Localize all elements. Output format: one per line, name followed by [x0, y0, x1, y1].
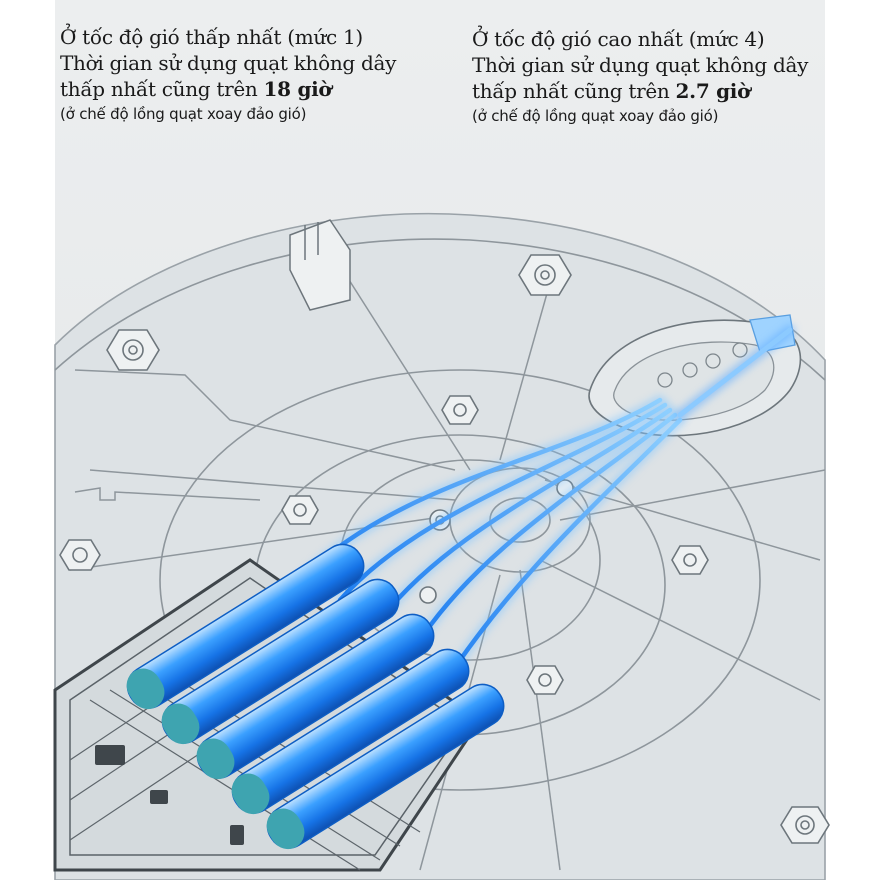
caption-low-speed-line3-text: thấp nhất cũng trên	[60, 77, 264, 101]
power-wires	[295, 325, 795, 695]
caption-high-speed-title: Ở tốc độ gió cao nhất (mức 4)	[472, 27, 765, 51]
caption-high-speed-note: (ở chế độ lồng quạt xoay đảo gió)	[472, 107, 719, 125]
caption-high-speed-line2: Thời gian sử dụng quạt không dây	[472, 53, 809, 77]
caption-low-speed: Ở tốc độ gió thấp nhất (mức 1) Thời gian…	[60, 24, 396, 126]
caption-low-speed-title: Ở tốc độ gió thấp nhất (mức 1)	[60, 25, 363, 49]
caption-high-speed: Ở tốc độ gió cao nhất (mức 4) Thời gian …	[472, 26, 808, 128]
caption-low-speed-line2: Thời gian sử dụng quạt không dây	[60, 51, 397, 75]
runtime-low-speed: 18 giờ	[263, 77, 332, 101]
connector-clip	[289, 219, 351, 311]
right-margin	[825, 0, 880, 880]
caption-high-speed-line3-text: thấp nhất cũng trên	[472, 79, 676, 103]
battery-cells	[126, 543, 505, 850]
runtime-high-speed: 2.7 giờ	[675, 79, 751, 103]
caption-high-speed-line3: thấp nhất cũng trên 2.7 giờ	[472, 78, 808, 104]
screw-bosses	[59, 254, 830, 844]
left-margin	[0, 0, 55, 880]
caption-low-speed-note: (ở chế độ lồng quạt xoay đảo gió)	[60, 105, 307, 123]
caption-low-speed-line3: thấp nhất cũng trên 18 giờ	[60, 76, 396, 102]
